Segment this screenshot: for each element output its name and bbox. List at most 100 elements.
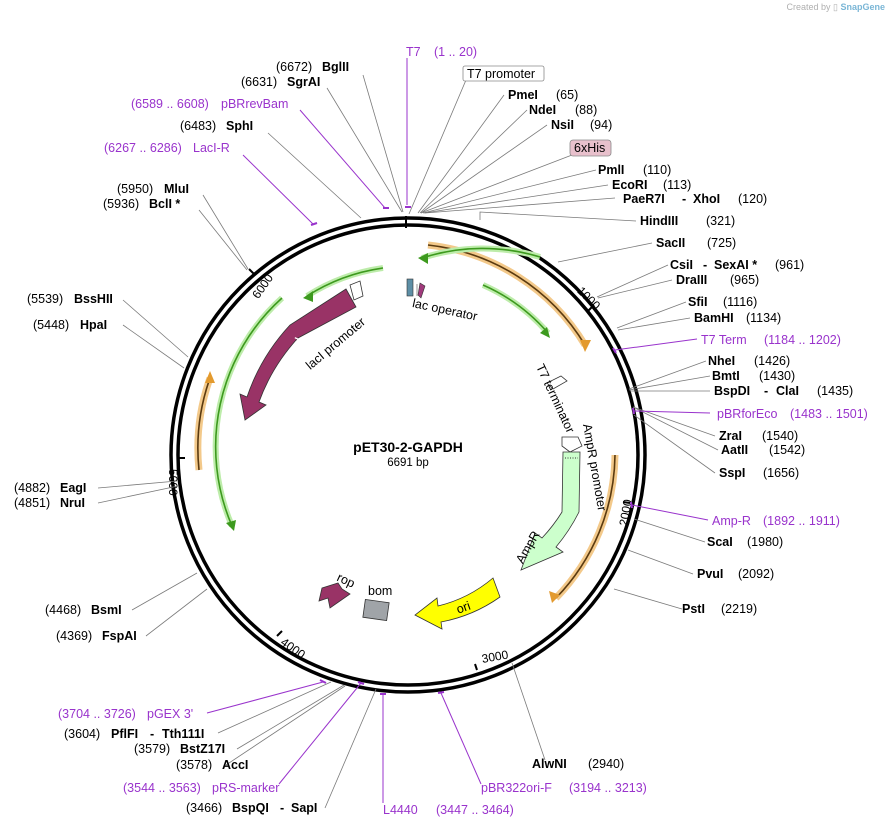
site-enzyme: SacII — [656, 236, 685, 250]
site-enzyme: BssHII — [74, 292, 113, 306]
t7-terminator-arrow — [546, 375, 568, 390]
site-enzyme: DraIII — [676, 273, 707, 287]
label-t7-promoter: T7 promoter — [467, 67, 535, 81]
site-aatii: AatII (1542) — [721, 443, 805, 457]
site-acci: (3578) AccI — [176, 758, 248, 772]
site-enzyme: BspQI — [232, 801, 269, 815]
primer-name: L4440 — [383, 803, 418, 817]
site-sacii: SacII (725) — [656, 236, 736, 250]
primer-pbr322ori-f: pBR322ori-F (3194 .. 3213) — [481, 781, 647, 795]
site-alwni: AlwNI (2940) — [532, 757, 624, 771]
site-pos: (1656) — [763, 466, 799, 480]
site-pos: (113) — [663, 178, 691, 192]
primer-range: (1483 .. 1501) — [790, 407, 868, 421]
site-pflfi: (3604) PflFI - Tth111I — [64, 727, 204, 741]
site-enzyme: BstZ17I — [180, 742, 225, 756]
site-pos: (2940) — [588, 757, 624, 771]
site-pos: (965) — [730, 273, 759, 287]
site-pos: (5936) — [103, 197, 139, 211]
site-enzyme: BspDI — [714, 384, 750, 398]
site-enzyme: PmeI — [508, 88, 538, 102]
site-enzyme2: SapI — [291, 801, 317, 815]
site-pos: (4369) — [56, 629, 92, 643]
ampr-promoter-arrow — [561, 436, 583, 453]
site-mlui: (5950) MluI — [117, 182, 189, 196]
site-nhei: NheI (1426) — [708, 354, 790, 368]
site-sphi: (6483) SphI — [180, 119, 253, 133]
site-enzyme: ZraI — [719, 429, 742, 443]
site-pos: (3466) — [186, 801, 222, 815]
site-pmei: PmeI (65) — [508, 88, 578, 102]
site-dash: - — [150, 727, 154, 741]
label-rop: rop — [335, 570, 357, 590]
site-enzyme: HpaI — [80, 318, 107, 332]
site-bmti: BmtI (1430) — [712, 369, 795, 383]
site-enzyme: CsiI — [670, 258, 693, 272]
site-dash: - — [682, 192, 686, 206]
site-ndei: NdeI (88) — [529, 103, 597, 117]
tick-4000 — [276, 630, 283, 637]
site-bsmi: (4468) BsmI — [45, 603, 122, 617]
backbone-ring — [169, 216, 647, 694]
site-pos: (65) — [556, 88, 578, 102]
his-tag-mark — [417, 282, 426, 299]
credit-prefix: Created by — [786, 2, 831, 12]
rop-feature — [318, 582, 351, 609]
site-pos: (5539) — [27, 292, 63, 306]
site-hindiii: HindIII (321) — [640, 214, 735, 228]
tick-1000 — [587, 304, 595, 312]
primer-name: pBRforEco — [717, 407, 777, 421]
site-pos: (1980) — [747, 535, 783, 549]
primer-range: (3447 .. 3464) — [436, 803, 514, 817]
label-ampr-promoter: AmpR promoter — [580, 423, 609, 512]
primer-t7: T7 (1 .. 20) — [406, 45, 477, 59]
site-pos: (3604) — [64, 727, 100, 741]
t7-promoter-box — [462, 65, 545, 82]
site-psti: PstI (2219) — [682, 602, 757, 616]
site-ecori: EcoRI (113) — [612, 178, 691, 192]
primer-prs-marker: (3544 .. 3563) pRS-marker — [123, 781, 279, 795]
site-enzyme: NheI — [708, 354, 735, 368]
primer-t7-term: T7 Term (1184 .. 1202) — [701, 333, 841, 347]
primer-pbrforeco: pBRforEco (1483 .. 1501) — [717, 407, 868, 421]
primer-lines — [206, 58, 711, 803]
site-dash: - — [280, 801, 284, 815]
site-pos: (5448) — [33, 318, 69, 332]
site-pos: (1134) — [746, 311, 781, 325]
site-paer7i: PaeR7I - XhoI (120) — [623, 192, 767, 206]
laci-promoter-arrow — [349, 280, 364, 301]
site-bstz17i: (3579) BstZ17I — [134, 742, 225, 756]
label-t7-terminator: T7 terminator — [533, 362, 577, 435]
site-fspai: (4369) FspAI — [56, 629, 137, 643]
label-bom: bom — [368, 584, 392, 598]
site-pos: (961) — [775, 258, 804, 272]
primer-name: LacI-R — [193, 141, 230, 155]
site-enzyme2: Tth111I — [162, 727, 204, 741]
site-csii: CsiI - SexAI * (961) — [670, 258, 804, 272]
primer-name: pBR322ori-F — [481, 781, 552, 795]
site-enzyme: NsiI — [551, 118, 574, 132]
primer-range: (1 .. 20) — [434, 45, 477, 59]
primer-range: (1184 .. 1202) — [764, 333, 841, 347]
snapgene-credit: Created by ▯ SnapGene — [786, 2, 885, 13]
site-nsii: NsiI (94) — [551, 118, 612, 132]
site-sgrai: (6631) SgrAI — [241, 75, 320, 89]
site-pos: (4468) — [45, 603, 81, 617]
laci-feature — [239, 288, 357, 421]
site-bspqi: (3466) BspQI - SapI — [186, 801, 317, 815]
site-enzyme: AatII — [721, 443, 748, 457]
primer-range: (1892 .. 1911) — [763, 514, 840, 528]
primer-marks — [310, 206, 635, 695]
site-bspdi: BspDI - ClaI (1435) — [714, 384, 853, 398]
site-pos: (1540) — [762, 429, 798, 443]
primer-name: T7 — [406, 45, 421, 59]
site-enzyme: BamHI — [694, 311, 734, 325]
site-enzyme: PstI — [682, 602, 705, 616]
site-enzyme: SgrAI — [287, 75, 320, 89]
site-pos: (1116) — [723, 295, 757, 309]
ring-ticks — [178, 268, 631, 671]
site-pos: (120) — [738, 192, 767, 206]
site-enzyme: AccI — [222, 758, 248, 772]
green-arrow-4 — [226, 520, 236, 531]
site-hpai: (5448) HpaI — [33, 318, 107, 332]
